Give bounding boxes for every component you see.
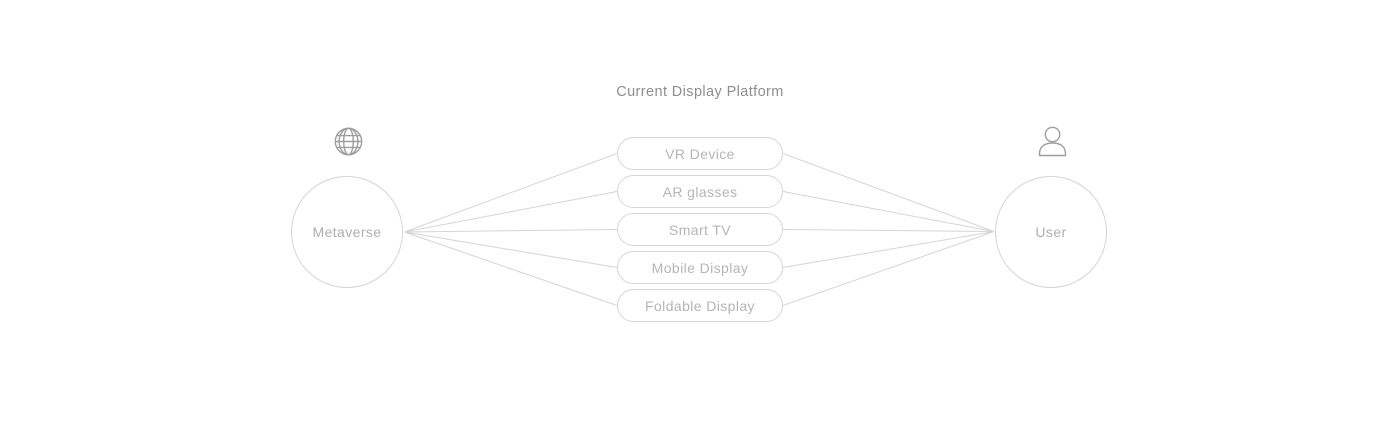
platform-box-foldable-display: Foldable Display — [617, 289, 783, 322]
person-icon — [1038, 126, 1067, 157]
user-label: User — [1035, 224, 1067, 240]
platform-box-vr-device: VR Device — [617, 137, 783, 170]
globe-icon — [334, 127, 363, 156]
metaverse-node: Metaverse — [291, 176, 403, 288]
platform-box-mobile-display: Mobile Display — [617, 251, 783, 284]
diagram-title: Current Display Platform — [616, 84, 784, 100]
platform-box-smart-tv: Smart TV — [617, 213, 783, 246]
platform-box-ar-glasses: AR glasses — [617, 175, 783, 208]
user-node: User — [995, 176, 1107, 288]
metaverse-label: Metaverse — [312, 224, 382, 240]
platform-list: VR Device AR glasses Smart TV Mobile Dis… — [617, 137, 783, 322]
